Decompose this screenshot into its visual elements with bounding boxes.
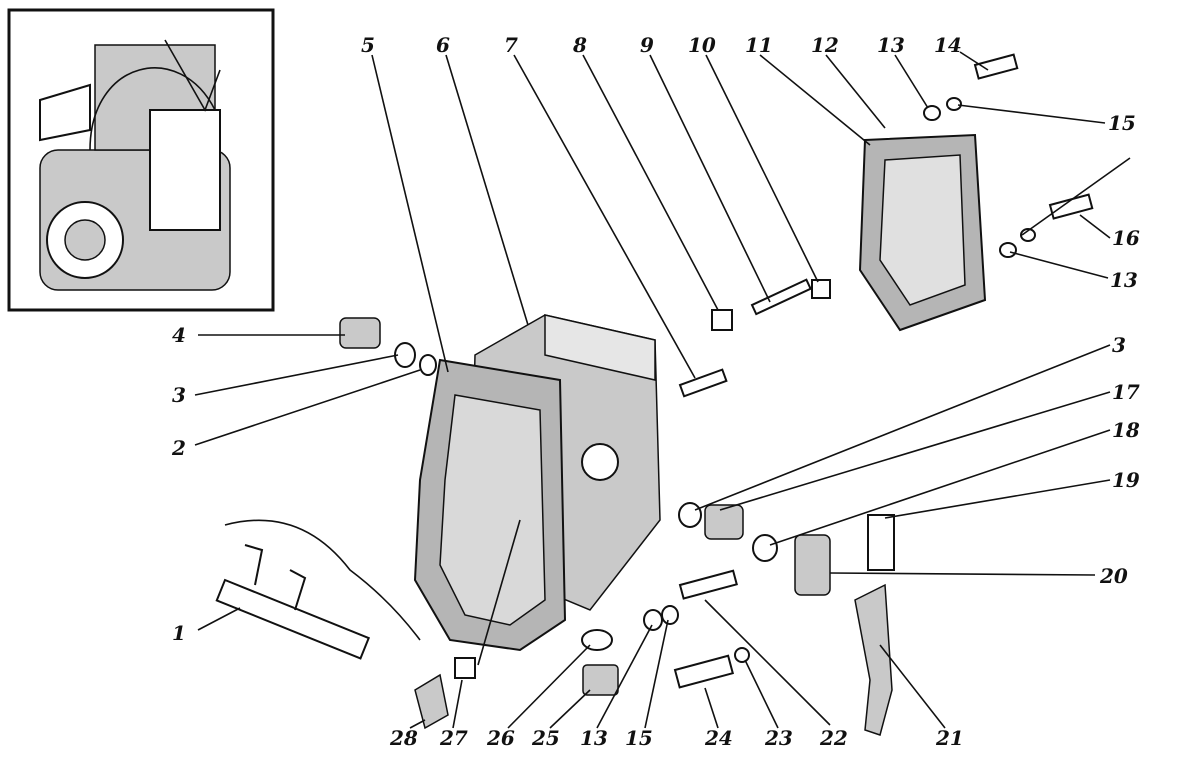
stud-9 xyxy=(750,278,812,316)
label-15: 15 xyxy=(1108,111,1136,135)
washer-13-lower xyxy=(643,609,663,631)
label-4: 4 xyxy=(172,323,186,347)
washer-23 xyxy=(734,647,750,663)
plug-25 xyxy=(582,664,619,696)
label-27: 27 xyxy=(439,726,468,750)
lever-21 xyxy=(854,583,893,736)
label-23: 23 xyxy=(764,726,793,750)
label-2: 2 xyxy=(171,436,186,460)
label-25: 25 xyxy=(531,726,560,750)
label-13: 13 xyxy=(877,33,905,57)
washer-15-right xyxy=(1020,228,1036,242)
label-21: 21 xyxy=(935,726,964,750)
label-17: 17 xyxy=(1112,380,1140,404)
label-19: 19 xyxy=(1112,468,1140,492)
label-3b: 3 xyxy=(1112,333,1126,357)
bolt-19 xyxy=(867,514,895,571)
label-12: 12 xyxy=(811,33,839,57)
label-3: 3 xyxy=(172,383,186,407)
washer-26 xyxy=(581,629,613,651)
label-13b: 13 xyxy=(1110,268,1138,292)
label-1: 1 xyxy=(172,621,186,645)
bracket-20 xyxy=(794,534,831,596)
washer-13-right xyxy=(999,242,1017,258)
small-parts xyxy=(339,53,1094,736)
label-18: 18 xyxy=(1112,418,1140,442)
bolt-22 xyxy=(678,569,738,600)
bolt-24 xyxy=(673,654,735,689)
label-26: 26 xyxy=(486,726,515,750)
label-14: 14 xyxy=(934,33,962,57)
label-6: 6 xyxy=(436,33,450,57)
nut-10 xyxy=(811,279,831,299)
bolt-16 xyxy=(1048,193,1094,220)
leader-lines xyxy=(194,51,1131,729)
cover-12 xyxy=(858,133,987,332)
nut-27 xyxy=(454,657,476,679)
label-22: 22 xyxy=(819,726,848,750)
stud-7 xyxy=(678,368,728,398)
label-13c: 13 xyxy=(580,726,608,750)
label-11: 11 xyxy=(745,33,773,57)
fitting-17 xyxy=(704,504,744,540)
washer-2 xyxy=(419,354,437,376)
gasket-5 xyxy=(413,358,567,652)
fitting-28 xyxy=(414,673,449,730)
label-15b: 15 xyxy=(625,726,653,750)
bolt-14 xyxy=(973,53,1019,80)
label-16: 16 xyxy=(1112,226,1140,250)
label-9: 9 xyxy=(640,33,654,57)
label-28: 28 xyxy=(389,726,418,750)
shaft-1 xyxy=(215,519,421,660)
label-20: 20 xyxy=(1099,564,1128,588)
washer-3-right xyxy=(678,502,702,528)
label-8: 8 xyxy=(572,33,587,57)
callout-labels: 1 2 3 4 5 6 7 8 9 10 11 12 13 14 15 16 1… xyxy=(171,33,1140,750)
label-24: 24 xyxy=(704,726,733,750)
nut-8 xyxy=(711,309,733,331)
washer-18 xyxy=(752,534,778,562)
washer-13-top xyxy=(923,105,941,121)
label-10: 10 xyxy=(688,33,716,57)
engine-inset xyxy=(7,8,275,312)
washer-15-top xyxy=(946,97,962,111)
label-5: 5 xyxy=(361,33,375,57)
plug-4 xyxy=(339,317,381,349)
label-7: 7 xyxy=(504,33,518,57)
washer-15-lower xyxy=(661,605,679,625)
